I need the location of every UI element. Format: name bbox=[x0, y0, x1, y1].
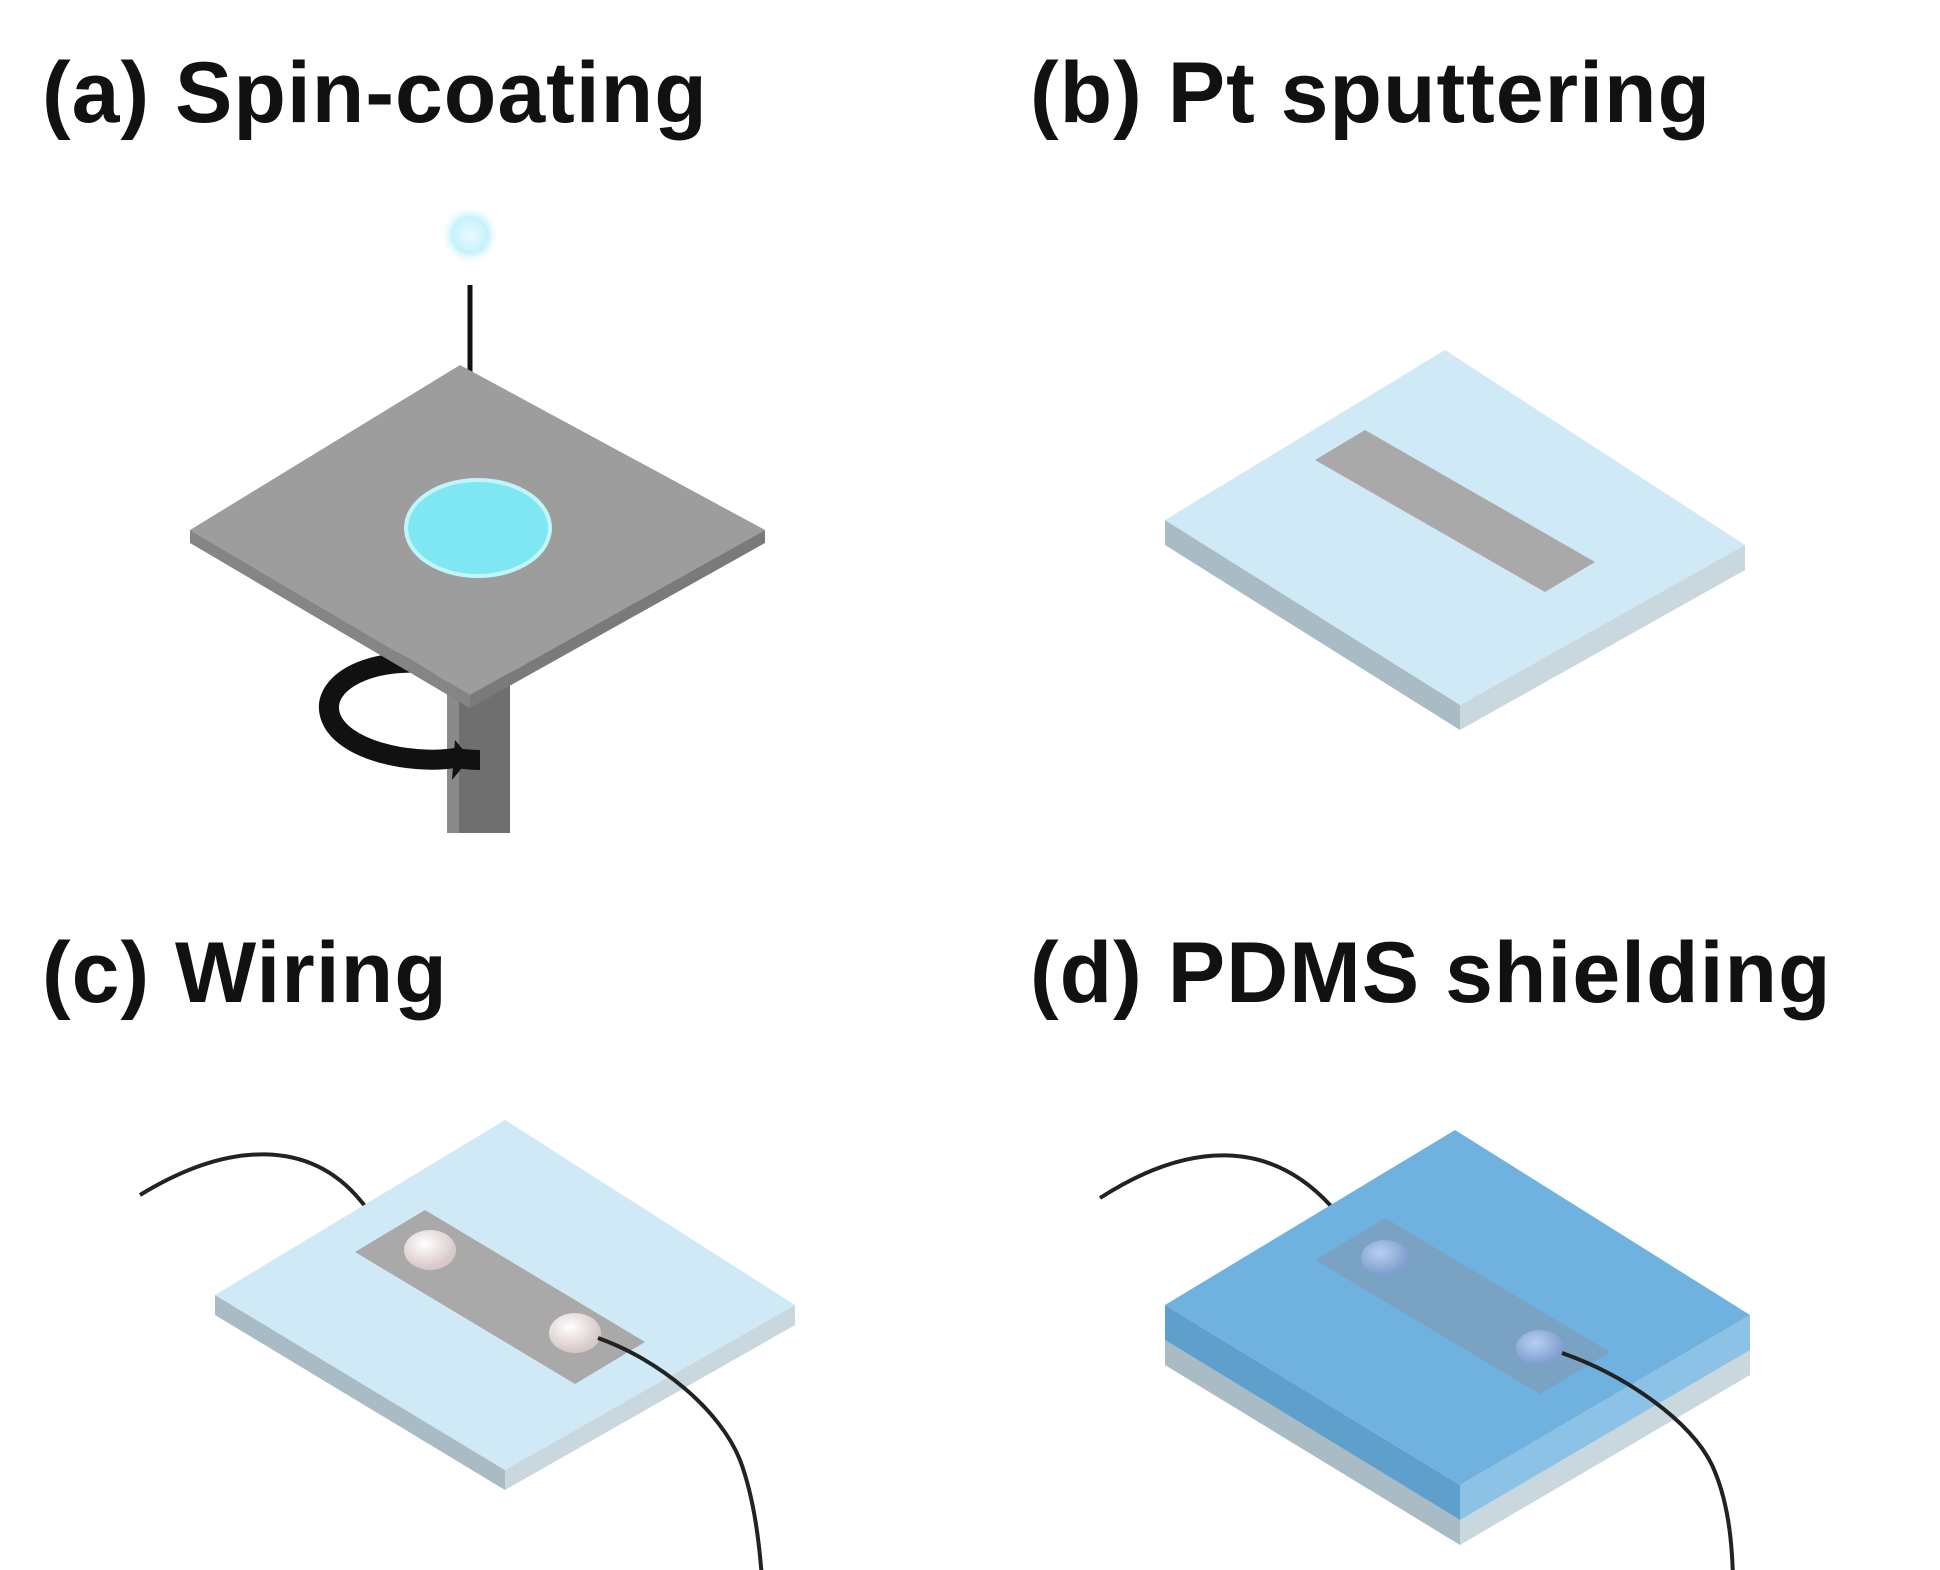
wire-right bbox=[597, 1336, 764, 1570]
contact-pad-left bbox=[404, 1230, 456, 1270]
contact-pad-right bbox=[549, 1313, 601, 1353]
contact-pad-left bbox=[1361, 1240, 1409, 1276]
wire-right bbox=[1561, 1351, 1735, 1570]
wired-substrate-illustration bbox=[138, 1120, 795, 1570]
solution-droplet bbox=[440, 205, 500, 265]
pt-film bbox=[1315, 430, 1595, 592]
solution-drop bbox=[406, 480, 550, 576]
panel-d-title: (d) PDMS shielding bbox=[1030, 925, 1832, 1021]
panel-a-title: (a) Spin-coating bbox=[42, 45, 708, 141]
panel-b-title: (b) Pt sputtering bbox=[1030, 45, 1712, 141]
pdms-shielded-illustration bbox=[1098, 1130, 1750, 1570]
rotation-arrow bbox=[318, 652, 465, 770]
spin-coater-illustration bbox=[190, 205, 765, 833]
sputtered-substrate-illustration bbox=[1165, 350, 1745, 730]
contact-pad-right bbox=[1516, 1330, 1564, 1366]
panel-c-title: (c) Wiring bbox=[42, 925, 448, 1021]
